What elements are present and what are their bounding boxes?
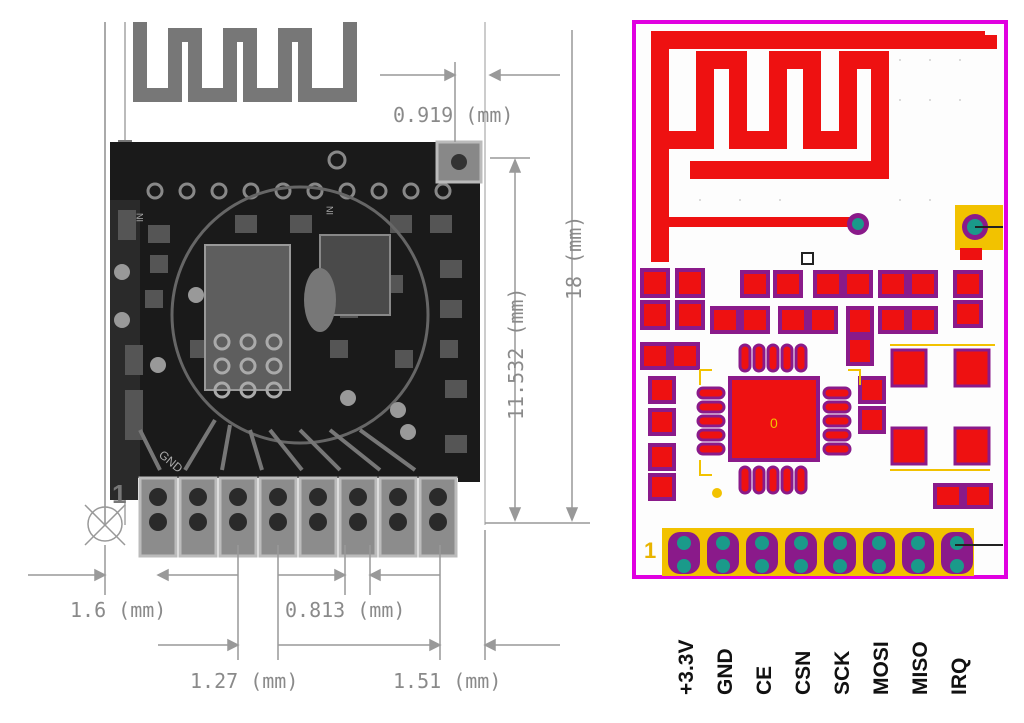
left-pin1-marker: 1 <box>112 479 126 509</box>
dim-pin-width: 0.813 (mm) <box>285 598 405 622</box>
antenna-trace <box>133 22 357 102</box>
right-pin1-marker: 1 <box>644 538 656 563</box>
pin-traces <box>138 418 417 472</box>
origin-crosshair <box>84 504 126 546</box>
ic-circle-outline <box>170 185 430 445</box>
dim-edge-margin: 1.51 (mm) <box>393 669 501 693</box>
pin-label-3v3: +3.3V <box>675 640 698 695</box>
dim-inner-height: 11.532 (mm) <box>504 288 528 420</box>
left-pcb-drawing: GND IN IN 1 <box>28 22 590 693</box>
main-ic <box>204 244 291 391</box>
qfn-chip: 0 <box>696 343 852 498</box>
dim-edge-to-pin: 1.6 (mm) <box>70 598 166 622</box>
center-vias <box>213 333 283 399</box>
dim-total-height: 18 (mm) <box>562 216 586 300</box>
via-row <box>146 150 452 200</box>
pin-label-mosi: MOSI <box>870 641 893 695</box>
dimension-lines <box>28 30 590 660</box>
board-body <box>110 142 480 482</box>
pin-label-irq: IRQ <box>948 658 971 695</box>
silk-in-label: IN <box>135 213 145 222</box>
chip-center-mark: 0 <box>770 415 778 431</box>
dim-pin-pitch: 1.27 (mm) <box>190 669 298 693</box>
smd-pads <box>640 268 993 509</box>
right-pin-header: 1 <box>644 528 1003 576</box>
silk-in-label-2: IN <box>325 206 335 215</box>
right-pcb-layout: 0 <box>632 20 1008 695</box>
pin-label-sck: SCK <box>831 651 854 695</box>
left-pin-header: 1 <box>112 476 458 558</box>
pin-label-csn: CSN <box>792 651 815 695</box>
dim-pad-offset: 0.919 (mm) <box>393 103 513 127</box>
pin-label-gnd: GND <box>714 648 737 695</box>
pin-label-miso: MISO <box>909 641 932 695</box>
pin-labels: +3.3V GND CE CSN SCK MOSI MISO IRQ <box>675 640 971 695</box>
pin-label-ce: CE <box>753 666 776 695</box>
